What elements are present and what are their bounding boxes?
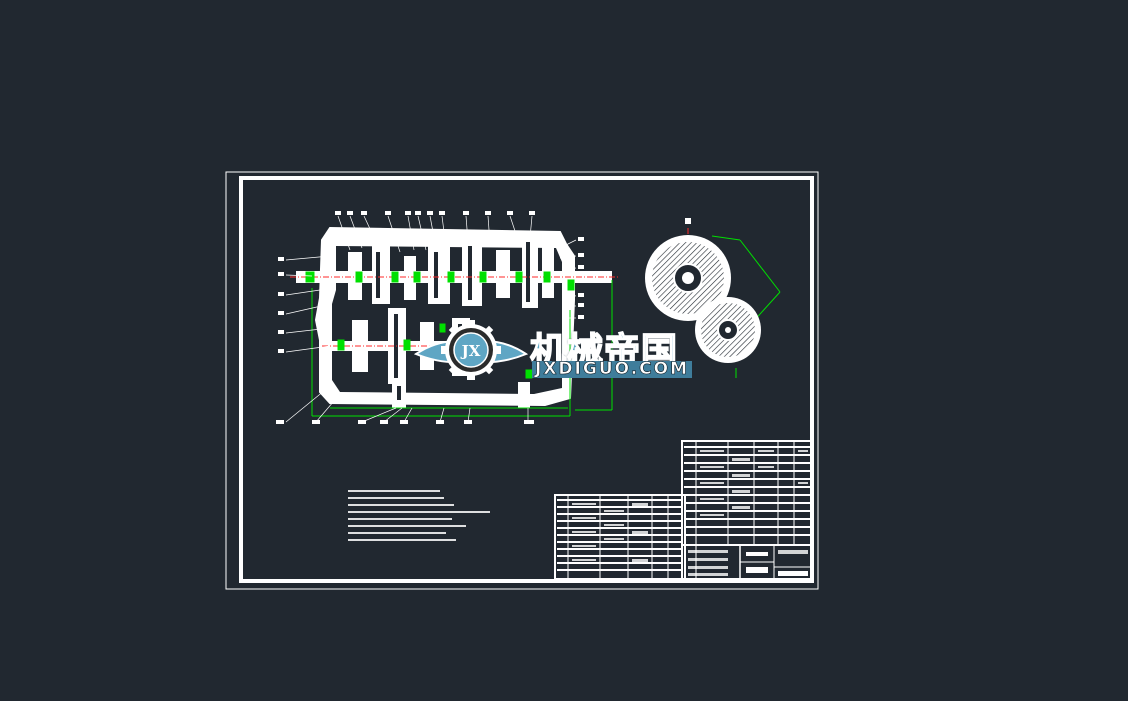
gear-side-view-large [645,218,731,321]
parts-list-rows [557,499,683,571]
watermark-emblem: JX [413,320,529,380]
dimension-lines [305,235,781,417]
gear-side-view-small [695,297,761,363]
parts-list-table [554,494,686,580]
watermark-site-url: JXDIGUO.COM [532,360,693,378]
leader-lines-left [285,215,577,423]
gearbox-section-view [296,226,612,408]
sheet-inner-frame [239,176,814,583]
technical-notes [348,490,490,541]
title-block [681,544,813,580]
part-number-tags [276,211,584,424]
title-block-fill [688,550,808,576]
watermark-badge-letters: JX [460,342,481,360]
parts-list-upper-rows [684,446,810,536]
sheet-outer-border [225,171,819,590]
